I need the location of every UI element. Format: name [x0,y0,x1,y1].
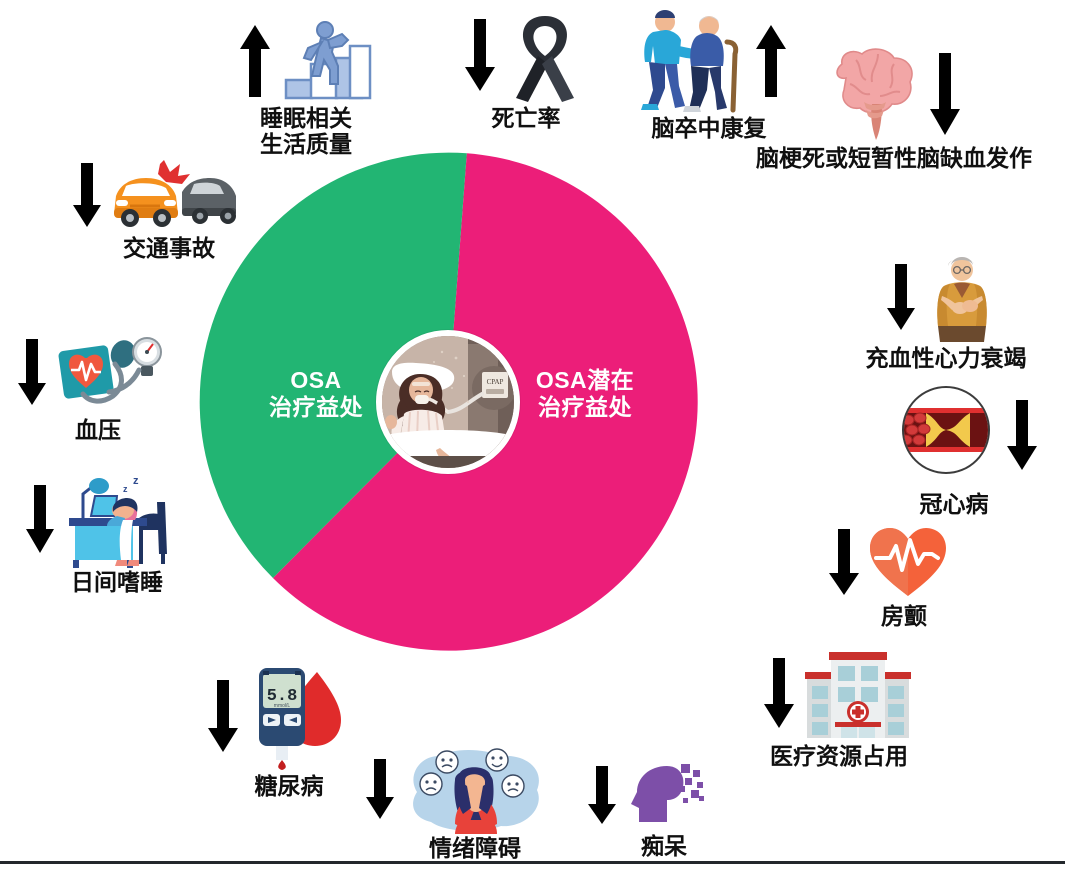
stairs-climbing-icon [284,21,372,100]
outcome-label-daytime-sleepiness: 日间嗜睡 [71,569,163,595]
outcome-label-stroke-tia: 脑梗死或短暂性脑缺血发作 [756,145,1032,171]
outcome-label-cad: 冠心病 [919,491,989,517]
outcome-dementia[interactable]: 痴呆 [572,760,722,860]
arrow-down-icon [18,339,46,405]
blood-pressure-cuff-icon [58,337,162,404]
svg-text:z: z [123,484,128,494]
pie-label-potential-benefit: OSA潜在 治疗益处 [535,367,635,420]
glucometer-unit: mmol/L [274,703,291,709]
arrow-down-icon [73,163,101,227]
black-ribbon-icon [516,16,574,102]
bottom-divider [0,861,1065,864]
osa-benefit-pie-chart: OSA 治疗益处 OSA潜在 治疗益处 CPAP [198,152,698,652]
arrow-down-icon [829,529,859,595]
outcome-label-mood-disorder: 情绪障碍 [429,835,521,861]
cpap-device-text: CPAP [487,378,504,386]
outcome-traffic-accident[interactable]: 交通事故 [50,158,262,262]
sleepy-at-desk-icon: z z z [69,475,167,568]
arrow-down-icon [465,19,495,91]
svg-text:z: z [133,475,139,487]
arrow-down-icon [26,485,54,553]
dissolving-head-icon [631,764,704,822]
car-crash-icon [114,160,236,227]
outcome-label-diabetes: 糖尿病 [254,773,324,799]
arrow-down-icon [887,264,915,330]
arrow-down-icon [208,680,238,752]
outcome-daytime-sleepiness[interactable]: z z z [10,472,200,596]
elderly-chest-pain-icon [937,257,987,342]
heart-ecg-icon [870,528,946,596]
outcome-diabetes[interactable]: 5.8 mmol/L 糖尿病 [186,662,366,800]
outcome-label-chf: 充血性心力衰竭 [865,345,1027,371]
distressed-woman-icon [413,748,539,834]
outcome-blood-pressure[interactable]: 血压 [6,330,176,444]
outcome-chf[interactable]: 充血性心力衰竭 [836,252,1056,372]
arrow-down-icon [588,766,616,824]
outcome-cad[interactable]: 冠心病 [870,382,1060,518]
outcome-stroke-tia[interactable]: 脑梗死或短暂性脑缺血发作 [726,40,1062,172]
woman-sleeping-with-cpap-image: CPAP [376,330,520,474]
brain-icon [836,48,913,140]
hospital-icon [805,652,911,738]
outcome-afib[interactable]: 房颤 [804,524,974,630]
outcome-label-afib: 房颤 [881,603,927,629]
pie-label-treatment-benefit: OSA 治疗益处 [269,367,363,420]
outcome-label-stroke-rehab: 脑卒中康复 [651,115,767,141]
outcome-label-mortality: 死亡率 [491,105,561,131]
arrow-up-icon [240,25,270,97]
pie-slice-treatment-benefit[interactable] [199,152,467,579]
outcome-label-healthcare-use: 医疗资源占用 [770,743,908,769]
outcome-healthcare-use[interactable]: 医疗资源占用 [724,646,954,770]
arrow-down-icon [930,53,960,135]
outcome-label-sleep-qol: 睡眠相关 生活质量 [260,105,352,157]
arrow-down-icon [764,658,794,728]
glucometer-reading: 5.8 [267,687,298,706]
outcome-sleep-qol[interactable]: 睡眠相关 生活质量 [216,18,396,158]
clogged-artery-icon [902,386,990,474]
arrow-up-icon [756,25,786,97]
cpap-illustration-svg: CPAP [382,336,514,468]
outcome-label-dementia: 痴呆 [641,833,687,859]
outcome-label-traffic-accident: 交通事故 [123,235,215,261]
glucometer-blood-drop-icon: 5.8 mmol/L [259,668,341,770]
arrow-down-icon [366,759,394,819]
outcome-label-blood-pressure: 血压 [75,417,121,443]
outcome-stroke-rehab[interactable]: 脑卒中康复 [614,6,804,142]
outcome-mortality[interactable]: 死亡率 [446,8,606,132]
caregiver-elderly-walking-icon [641,10,739,113]
outcome-mood-disorder[interactable]: 情绪障碍 [350,746,566,862]
arrow-down-icon [1007,400,1037,470]
